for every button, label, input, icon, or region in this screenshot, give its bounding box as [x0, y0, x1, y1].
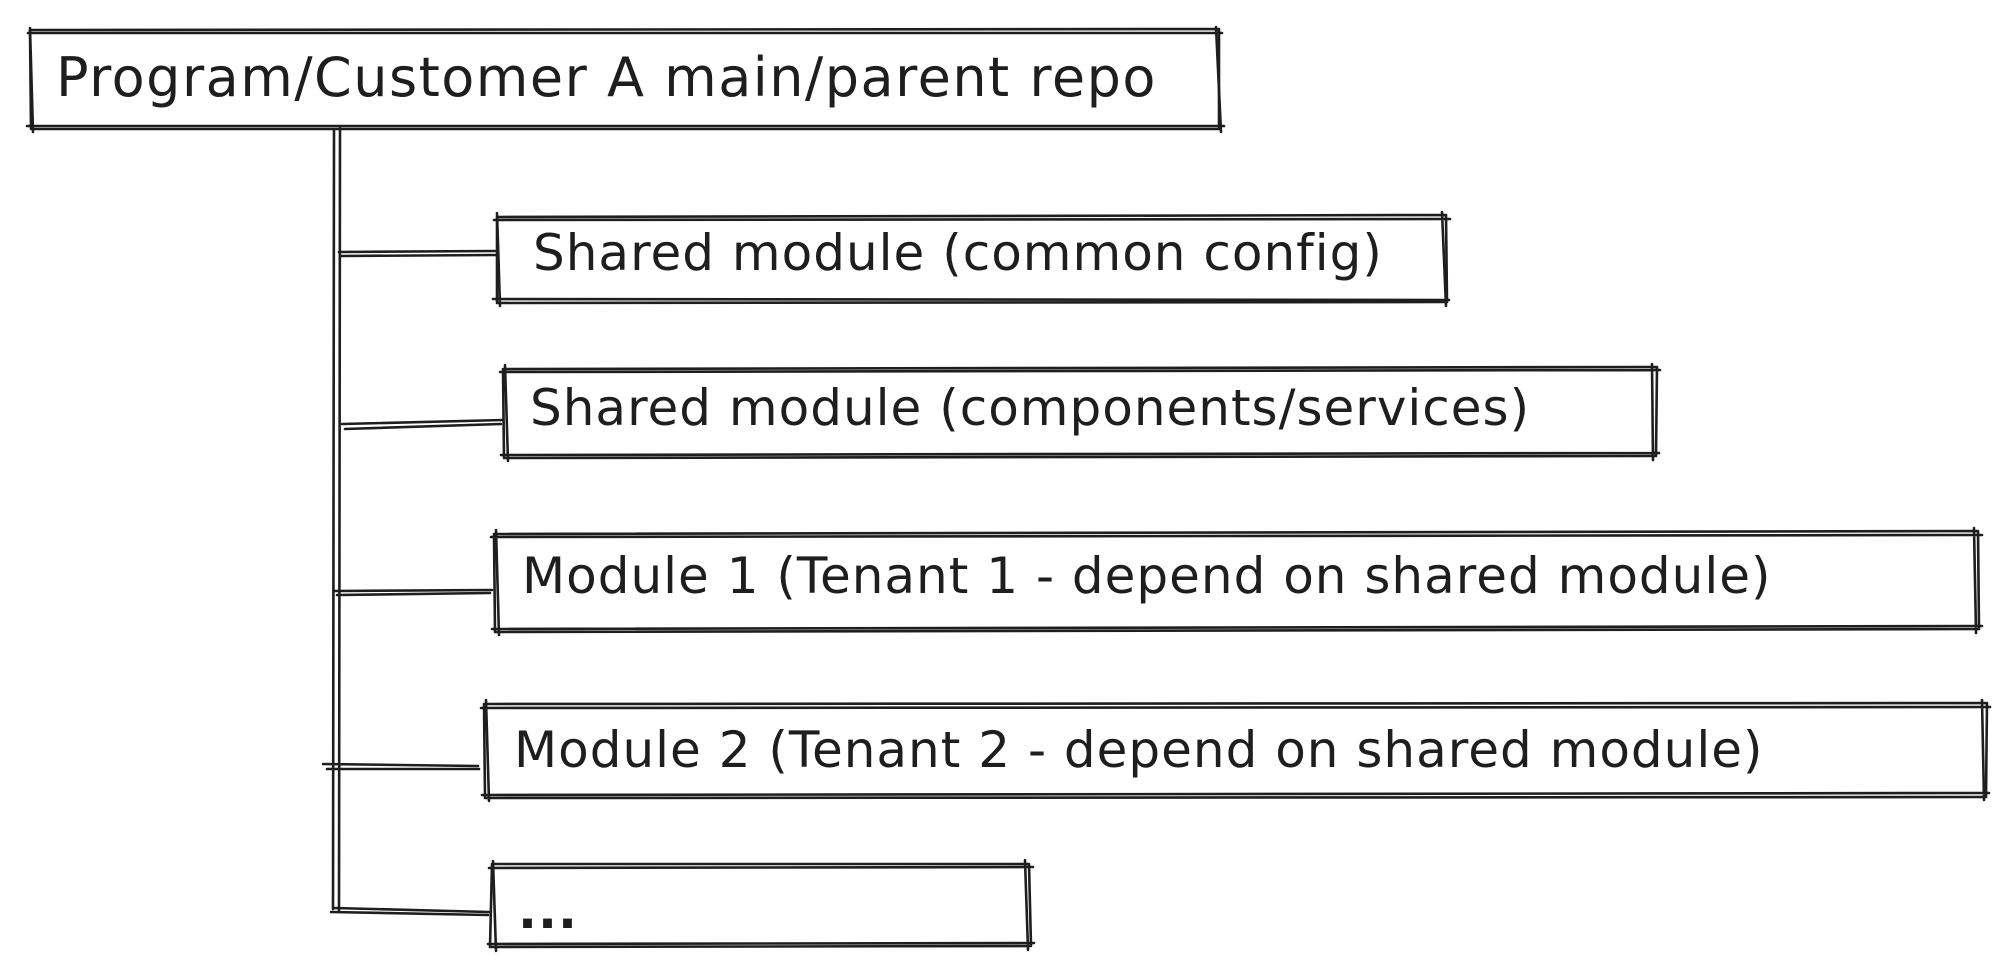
child-node-label: Shared module (common config) [533, 224, 1383, 282]
child-node-box-4 [486, 858, 1036, 953]
child-node-box-3 [479, 698, 1992, 803]
tree-trunk-line [331, 126, 342, 912]
branch-connector-4 [329, 906, 491, 917]
branch-connector-1 [340, 418, 505, 431]
child-node-box-0 [491, 210, 1452, 308]
branch-connector-0 [337, 249, 499, 258]
branch-connector-3 [321, 762, 481, 771]
branch-connector-2 [333, 588, 494, 597]
child-node-label-ellipsis: ... [518, 882, 578, 940]
root-node-label: Program/Customer A main/parent repo [56, 46, 1157, 109]
child-node-label: Shared module (components/services) [530, 379, 1531, 437]
child-node-box-2 [489, 526, 1984, 637]
child-node-label: Module 1 (Tenant 1 - depend on shared mo… [522, 547, 1772, 605]
child-node-label: Module 2 (Tenant 2 - depend on shared mo… [514, 721, 1764, 779]
child-node-box-1 [498, 362, 1662, 463]
root-node-box [25, 25, 1226, 134]
